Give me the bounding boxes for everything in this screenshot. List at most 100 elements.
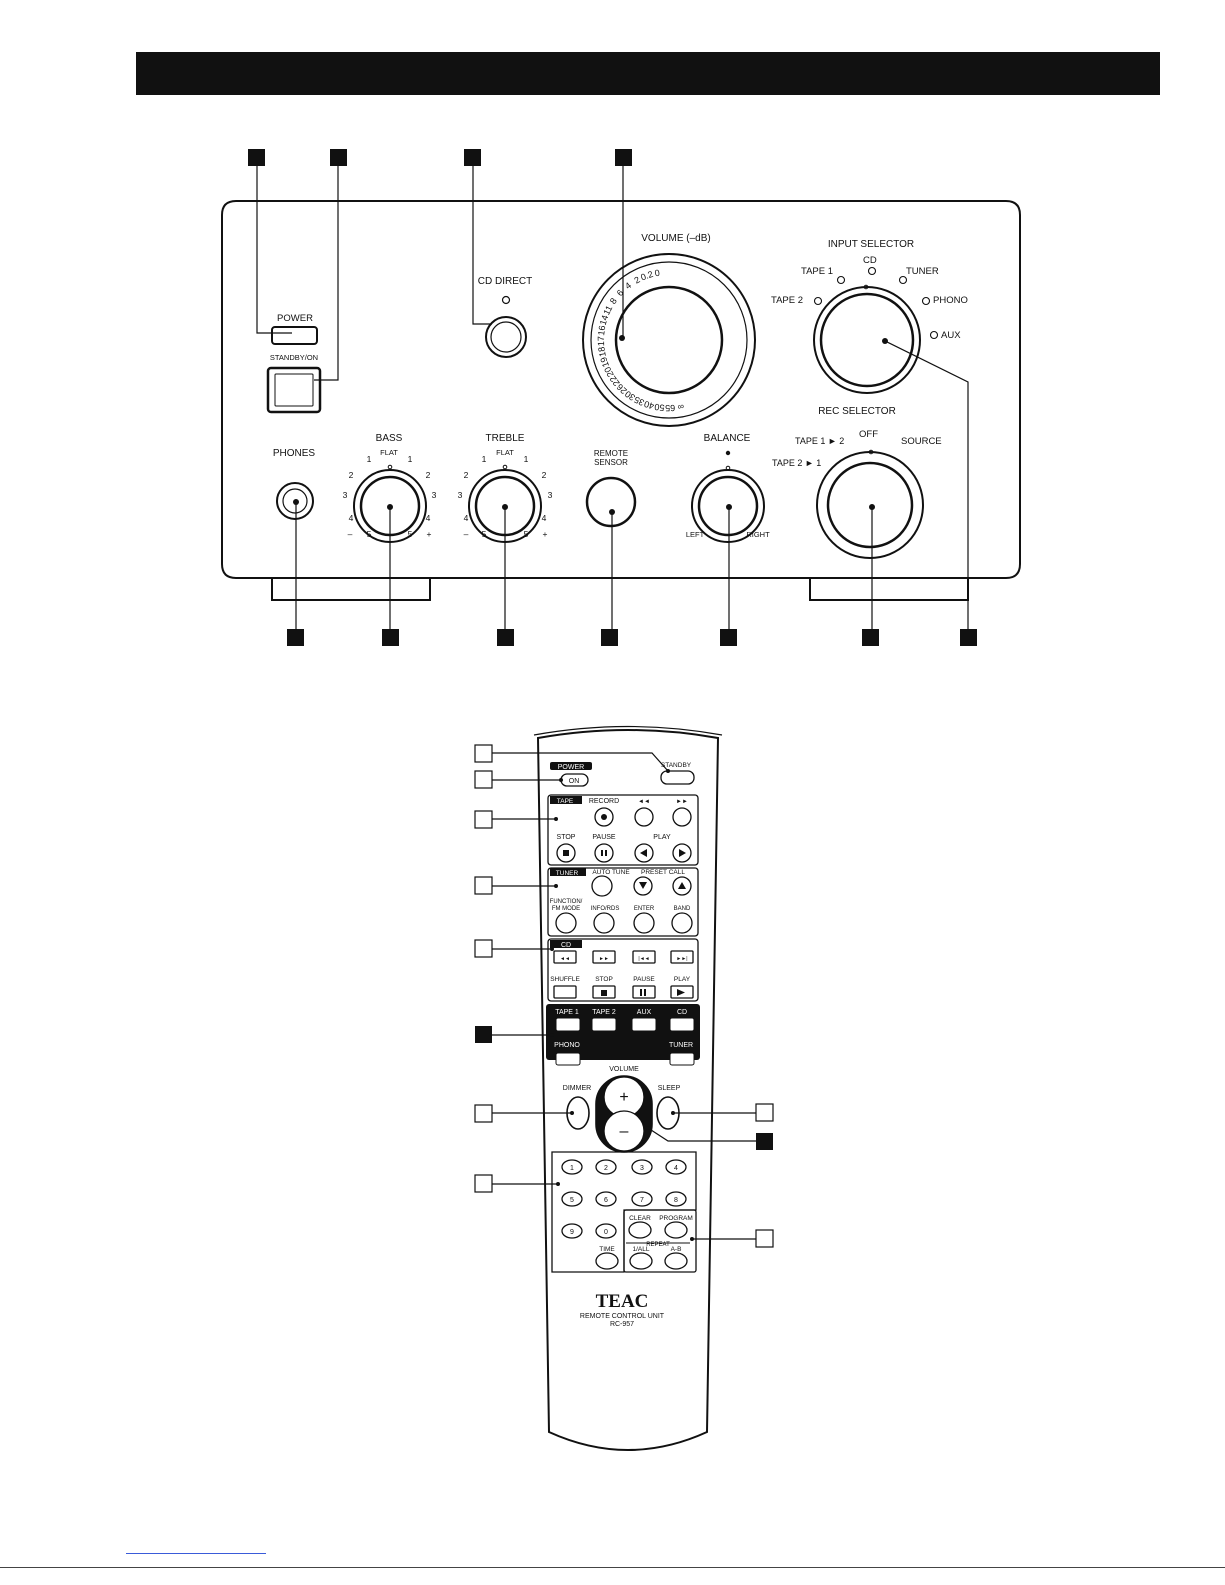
digit-9-button (561, 1223, 583, 1239)
bass-scale: 5 (408, 529, 413, 539)
tuner-auto-tune-label: AUTO TUNE (592, 869, 630, 876)
tape-pause-button (594, 843, 614, 863)
standby-on-button (266, 366, 322, 414)
led-tuner (898, 275, 908, 285)
callout-marker (474, 1104, 493, 1123)
phones-label: PHONES (273, 448, 316, 459)
treble-scale: 3 (548, 490, 553, 500)
remote-ab-label: A-B (671, 1246, 682, 1253)
src-phono-button (555, 1052, 581, 1066)
src-tuner-label: TUNER (669, 1042, 693, 1049)
callout-marker (756, 1133, 773, 1150)
input-pos-phono: PHONO (933, 295, 968, 306)
remote-callouts (474, 744, 774, 1248)
treble-scale: 4 (542, 513, 547, 523)
bass-scale-flat: FLAT (380, 448, 398, 457)
rec-pos-tape1-2: TAPE 1 ► 2 (795, 436, 844, 446)
rec-pos-tape2-1: TAPE 2 ► 1 (772, 458, 821, 468)
leader-line (647, 1127, 756, 1142)
callout-marker (474, 1174, 493, 1193)
treble-scale: 2 (542, 470, 547, 480)
remote-keypad-section (551, 1151, 697, 1273)
remote-power-title: POWER (558, 764, 584, 771)
header-bar (136, 52, 1160, 95)
leader-line (492, 752, 669, 772)
led-phono (921, 296, 931, 306)
power-label: POWER (277, 313, 313, 324)
src-tape2-button (591, 1017, 617, 1032)
tape-pause-label: PAUSE (592, 834, 616, 841)
remote-on-label: ON (569, 778, 580, 785)
footer-link-underline[interactable] (126, 1553, 266, 1554)
remote-vol-down-button (603, 1110, 645, 1152)
treble-scale: 5 (524, 529, 529, 539)
digit-6-button (595, 1191, 617, 1207)
volume-scale-label: 14 (598, 314, 610, 327)
tape-rew-button (634, 807, 654, 827)
footer-rule (0, 1567, 1225, 1568)
remote-program-button (664, 1221, 688, 1239)
remote-sensor-label-1: REMOTE (594, 449, 628, 458)
remote-time-label: TIME (599, 1246, 615, 1253)
volume-scale-label: 6 (615, 288, 626, 299)
src-cd-label: CD (677, 1009, 687, 1016)
bass-scale: 2 (349, 470, 354, 480)
led-aux (929, 330, 939, 340)
remote-tape-section (547, 794, 699, 866)
remote-repeat-label: REPEAT (646, 1242, 670, 1248)
digit-label: 0 (604, 1229, 608, 1236)
led-cd (867, 266, 877, 276)
cd-rew-button (553, 950, 577, 964)
volume-knob (614, 285, 724, 395)
remote-program-section (623, 1209, 697, 1273)
callout-marker (464, 149, 481, 166)
remote-tape-title: TAPE (557, 798, 574, 805)
cd-rew-label: ◄◄ (560, 956, 570, 962)
cd-pause-label: PAUSE (633, 976, 655, 983)
tape-rew-label: ◄◄ (638, 799, 650, 805)
digit-label: 3 (640, 1165, 644, 1172)
input-pos-tape2: TAPE 2 (771, 295, 803, 306)
bass-scale: 5 (367, 529, 372, 539)
src-tape1-button (555, 1017, 581, 1032)
src-aux-button (631, 1017, 657, 1032)
treble-scale: 4 (464, 513, 469, 523)
digit-label: 7 (640, 1197, 644, 1204)
treble-scale-flat: FLAT (496, 448, 514, 457)
remote-program-label: PROGRAM (659, 1215, 693, 1222)
cd-pause-button (632, 985, 656, 999)
digit-label: 6 (604, 1197, 608, 1204)
remote-cd-title: CD (561, 942, 571, 949)
bass-label: BASS (376, 433, 403, 444)
tape-stop-label: STOP (557, 834, 576, 841)
cd-play-label: PLAY (674, 976, 691, 983)
cd-direct-led (501, 295, 511, 305)
src-tape1-label: TAPE 1 (555, 1009, 579, 1016)
volume-scale-label: 20 (602, 365, 616, 379)
src-aux-label: AUX (637, 1009, 652, 1016)
src-phono-label: PHONO (554, 1042, 580, 1049)
phones-jack (276, 482, 314, 520)
callout-marker (960, 629, 977, 646)
volume-scale-label: 0.2 (639, 269, 654, 283)
bass-scale: – (348, 529, 353, 539)
tuner-enter-label: ENTER (634, 906, 655, 912)
volume-scale-label: 35 (633, 394, 646, 407)
digit-label: 8 (674, 1197, 678, 1204)
bass-scale: 2 (426, 470, 431, 480)
bass-scale: 1 (367, 454, 372, 464)
callout-marker (720, 629, 737, 646)
rec-selector-knob (826, 461, 914, 549)
callout-marker (601, 629, 618, 646)
remote-tuner-section (547, 867, 699, 937)
remote-volume-label: VOLUME (609, 1066, 639, 1073)
volume-scale-label: ∞ (677, 402, 685, 413)
cd-stop-button (592, 985, 616, 999)
callout-marker (474, 744, 493, 763)
cd-ff-label: ►► (599, 956, 609, 962)
remote-standby-label: STANDBY (661, 762, 692, 769)
src-tape2-label: TAPE 2 (592, 1009, 616, 1016)
tape-record-label: RECORD (589, 798, 619, 805)
rec-pos-source: SOURCE (901, 436, 942, 447)
